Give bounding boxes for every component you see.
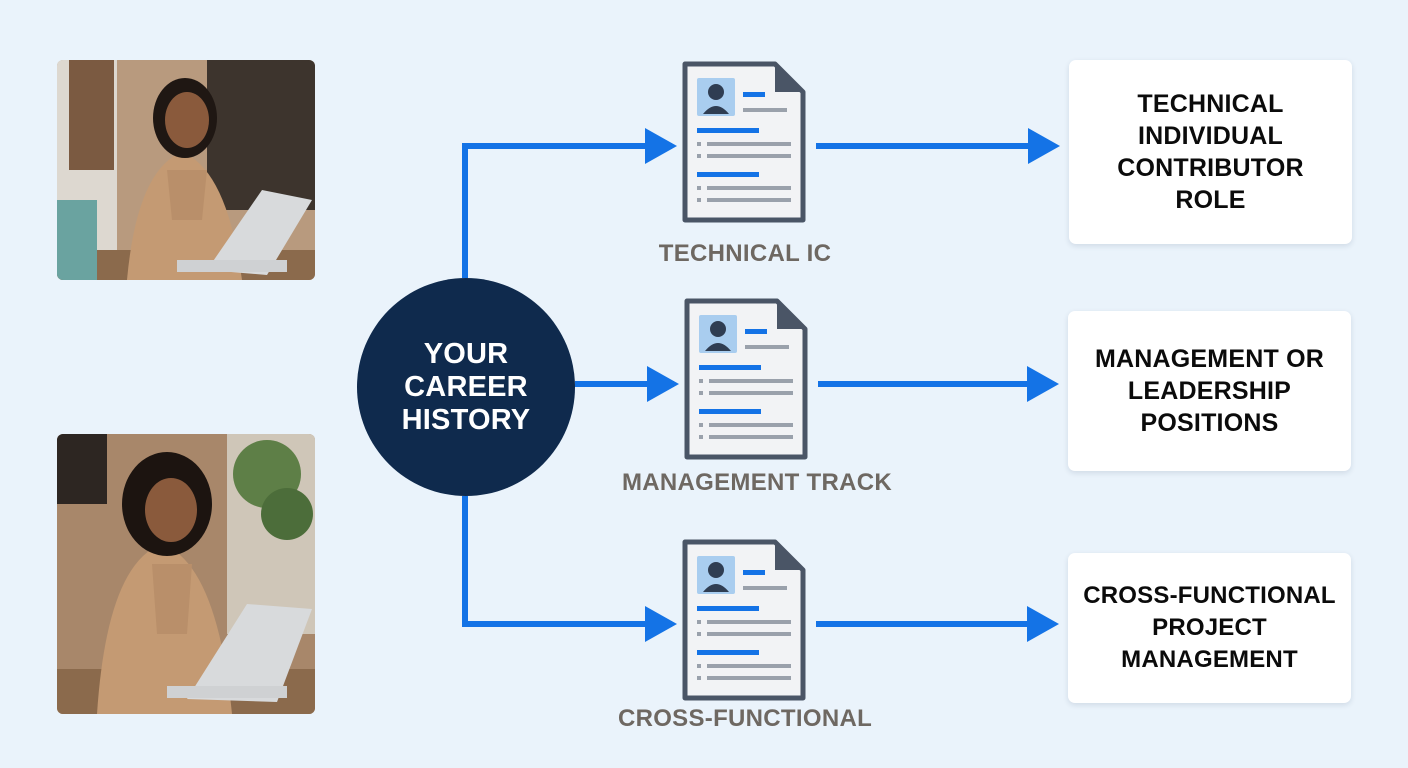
photo-woman-laptop-bottom — [57, 434, 315, 714]
arrow-right-icon — [645, 606, 677, 642]
outcome-label: MANAGEMENT OR LEADERSHIP POSITIONS — [1095, 345, 1324, 437]
track-label-cross-functional: CROSS-FUNCTIONAL — [617, 705, 873, 732]
branch-arrow-cross-functional — [462, 496, 672, 627]
arrow-right-icon — [647, 366, 679, 402]
resume-document-icon — [681, 538, 807, 702]
track-label-technical: TECHNICAL IC — [658, 240, 832, 267]
hub-label: YOUR CAREER HISTORY — [401, 337, 531, 436]
photo-woman-laptop-top — [57, 60, 315, 280]
resume-document-icon — [683, 297, 809, 461]
outcome-box-cross-functional: CROSS-FUNCTIONAL PROJECT MANAGEMENT — [1068, 553, 1351, 703]
arrow-right-icon — [1027, 366, 1059, 402]
branch-arrow-technical — [462, 143, 672, 278]
arrow-right-icon — [1027, 606, 1059, 642]
arrow-right-icon — [645, 128, 677, 164]
career-history-hub: YOUR CAREER HISTORY — [357, 278, 575, 496]
track-label-management: MANAGEMENT TRACK — [621, 469, 893, 496]
arrow-right-icon — [1028, 128, 1060, 164]
outcome-label: TECHNICAL INDIVIDUAL CONTRIBUTOR ROLE — [1117, 90, 1304, 214]
outcome-label: CROSS-FUNCTIONAL PROJECT MANAGEMENT — [1083, 582, 1336, 673]
resume-document-icon — [681, 60, 807, 224]
outcome-box-technical: TECHNICAL INDIVIDUAL CONTRIBUTOR ROLE — [1069, 60, 1352, 244]
outcome-box-management: MANAGEMENT OR LEADERSHIP POSITIONS — [1068, 311, 1351, 471]
